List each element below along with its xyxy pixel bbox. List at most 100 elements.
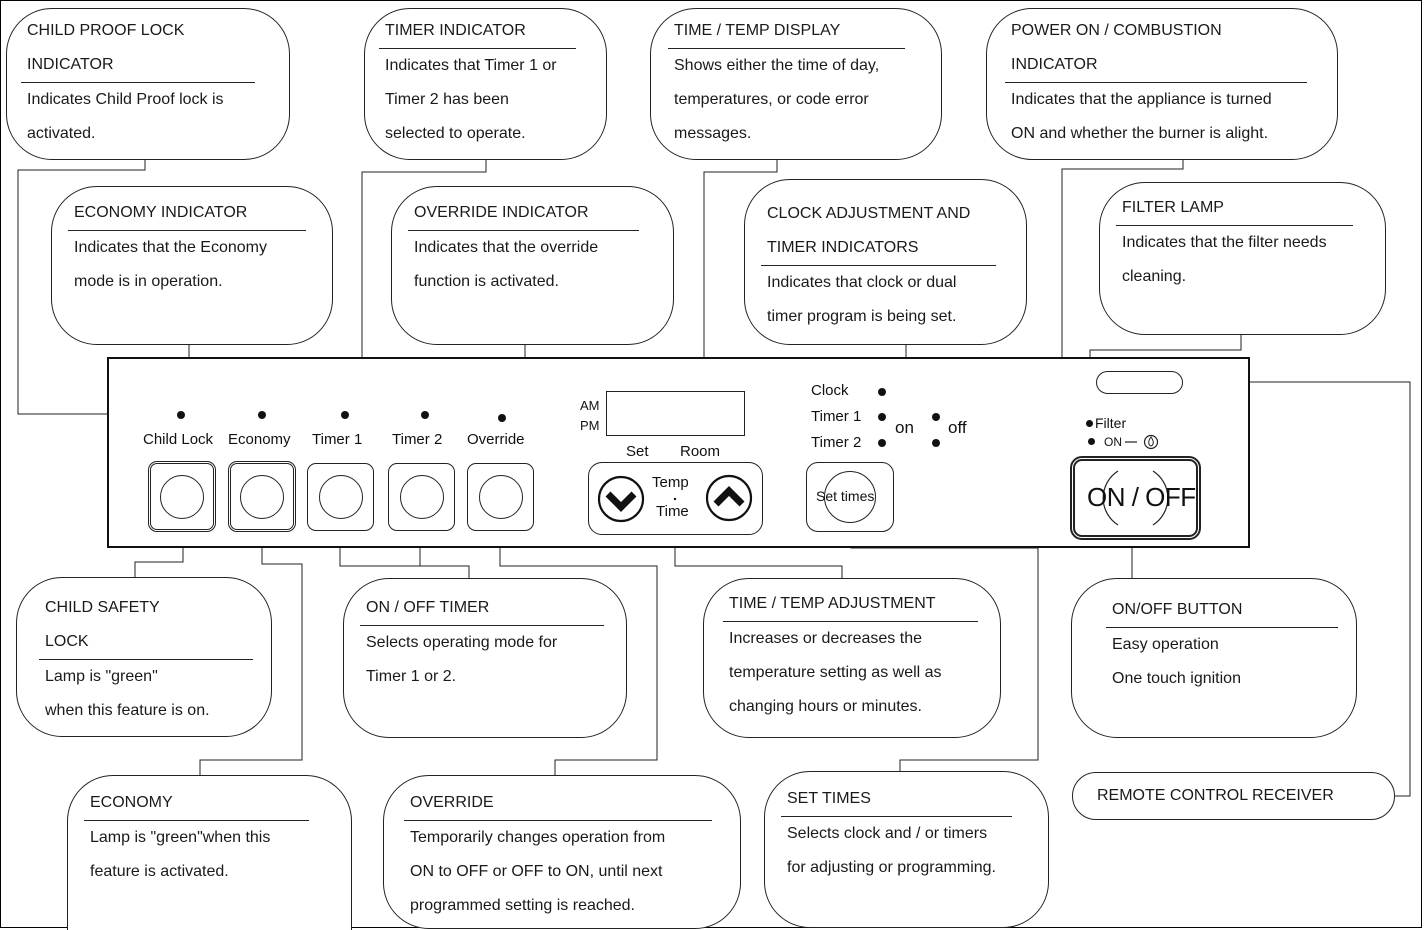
callout-text: Easy operation xyxy=(1112,636,1219,653)
child-lock-indicator-lamp xyxy=(177,411,185,419)
callout-text: ON to OFF or OFF to ON, until next xyxy=(410,863,663,880)
callout-text: Indicates that Timer 1 or xyxy=(385,57,557,74)
clock-indicator-lamp xyxy=(878,388,886,396)
economy-button[interactable] xyxy=(228,461,296,532)
callout-title: INDICATOR xyxy=(27,56,114,73)
callout-timer-indicator: TIMER INDICATOR Indicates that Timer 1 o… xyxy=(364,8,607,160)
callout-text: Selects clock and / or timers xyxy=(787,825,988,842)
callout-text: Increases or decreases the xyxy=(729,630,922,647)
callout-title: POWER ON / COMBUSTION xyxy=(1011,22,1222,39)
time-temp-display xyxy=(606,391,745,436)
timer1-set-label: Timer 1 xyxy=(811,408,862,425)
callout-text: One touch ignition xyxy=(1112,670,1241,687)
button-ring xyxy=(160,474,204,519)
callout-text: Indicates that the appliance is turned xyxy=(1011,91,1272,108)
override-button[interactable] xyxy=(467,463,534,531)
button-ring xyxy=(478,475,523,519)
callout-title: TIMER INDICATOR xyxy=(385,22,526,39)
callout-text: programmed setting is reached. xyxy=(410,897,635,914)
callout-text: selected to operate. xyxy=(385,125,526,142)
callout-rule xyxy=(723,621,978,622)
callout-title: LOCK xyxy=(45,633,89,650)
timer1-set-lamp xyxy=(878,413,886,421)
callout-rule xyxy=(21,82,255,83)
on-lamp xyxy=(932,413,940,421)
power-on-indicator-lamp xyxy=(1088,438,1095,445)
timer2-label: Timer 2 xyxy=(392,431,443,448)
timer2-indicator-lamp xyxy=(421,411,429,419)
on-off-button-ring xyxy=(1102,470,1169,526)
callout-title: TIME / TEMP DISPLAY xyxy=(674,22,841,39)
callout-text: changing hours or minutes. xyxy=(729,698,922,715)
callout-text: function is activated. xyxy=(414,273,559,290)
temp-label: Temp xyxy=(652,474,689,491)
callout-text: cleaning. xyxy=(1122,268,1187,285)
on-off-button[interactable]: ON / OFF xyxy=(1070,456,1201,540)
callout-time-temp-adjustment: TIME / TEMP ADJUSTMENT Increases or decr… xyxy=(703,578,1001,738)
callout-override-indicator: OVERRIDE INDICATOR Indicates that the ov… xyxy=(391,186,674,345)
pm-label: PM xyxy=(580,418,600,433)
set-times-button[interactable]: Set times xyxy=(806,462,894,532)
callout-on-off-timer: ON / OFF TIMER Selects operating mode fo… xyxy=(343,578,627,738)
callout-clock-adjustment-timer-indicators: CLOCK ADJUSTMENT AND TIMER INDICATORS In… xyxy=(744,179,1027,345)
callout-title: ON/OFF BUTTON xyxy=(1112,601,1243,618)
callout-time-temp-display: TIME / TEMP DISPLAY Shows either the tim… xyxy=(650,8,942,160)
set-label: Set xyxy=(626,443,649,460)
callout-text: Indicates that the override xyxy=(414,239,599,256)
callout-rule xyxy=(781,816,1012,817)
callout-text: Shows either the time of day, xyxy=(674,57,880,74)
callout-text: temperatures, or code error xyxy=(674,91,869,108)
time-label: Time xyxy=(656,503,689,520)
callout-title: FILTER LAMP xyxy=(1122,199,1224,216)
callout-text: activated. xyxy=(27,125,96,142)
callout-economy: ECONOMY Lamp is "green"when this feature… xyxy=(67,775,352,930)
child-lock-button[interactable] xyxy=(148,461,216,532)
callout-rule xyxy=(408,230,639,231)
callout-text: Lamp is "green"when this xyxy=(90,829,271,846)
economy-indicator-lamp xyxy=(258,411,266,419)
callout-text: Indicates that the filter needs xyxy=(1122,234,1327,251)
callout-text: mode is in operation. xyxy=(74,273,223,290)
callout-title: REMOTE CONTROL RECEIVER xyxy=(1097,787,1334,804)
callout-rule xyxy=(668,48,905,49)
callout-title: TIME / TEMP ADJUSTMENT xyxy=(729,595,936,612)
callout-title: ON / OFF TIMER xyxy=(366,599,490,616)
callout-remote-control-receiver: REMOTE CONTROL RECEIVER xyxy=(1072,772,1395,820)
callout-rule xyxy=(1005,82,1307,83)
timer1-button[interactable] xyxy=(307,463,374,531)
callout-rule xyxy=(1106,627,1338,628)
timer1-label: Timer 1 xyxy=(312,431,363,448)
callout-economy-indicator: ECONOMY INDICATOR Indicates that the Eco… xyxy=(51,186,333,345)
am-label: AM xyxy=(580,398,600,413)
off-lamp xyxy=(932,439,940,447)
callout-title: OVERRIDE xyxy=(410,794,494,811)
callout-override: OVERRIDE Temporarily changes operation f… xyxy=(383,775,741,929)
callout-title: INDICATOR xyxy=(1011,56,1098,73)
callout-title: SET TIMES xyxy=(787,790,871,807)
callout-rule xyxy=(360,625,604,626)
on-label: on xyxy=(895,418,914,437)
temp-time-adjust-button: Temp Time xyxy=(588,462,763,535)
chevron-up-icon[interactable] xyxy=(705,474,753,522)
override-indicator-lamp xyxy=(498,414,506,422)
timer2-set-label: Timer 2 xyxy=(811,434,862,451)
callout-text: feature is activated. xyxy=(90,863,229,880)
callout-text: Lamp is "green" xyxy=(45,668,158,685)
callout-rule xyxy=(68,230,306,231)
callout-title: TIMER INDICATORS xyxy=(767,239,919,256)
callout-text: Indicates that clock or dual xyxy=(767,274,957,291)
chevron-down-icon[interactable] xyxy=(597,475,645,523)
callout-text: messages. xyxy=(674,125,752,142)
timer2-button[interactable] xyxy=(388,463,455,531)
callout-rule xyxy=(761,265,996,266)
off-label: off xyxy=(948,418,967,437)
callout-title: CLOCK ADJUSTMENT AND xyxy=(767,205,971,222)
callout-rule xyxy=(379,48,576,49)
callout-child-proof-lock-indicator: CHILD PROOF LOCK INDICATOR Indicates Chi… xyxy=(6,8,290,160)
callout-title: CHILD PROOF LOCK xyxy=(27,22,185,39)
button-ring xyxy=(399,475,444,519)
callout-rule xyxy=(39,659,253,660)
callout-text: Temporarily changes operation from xyxy=(410,829,666,846)
child-lock-label: Child Lock xyxy=(143,431,214,448)
on-off-label: ON / OFF xyxy=(1087,482,1196,512)
